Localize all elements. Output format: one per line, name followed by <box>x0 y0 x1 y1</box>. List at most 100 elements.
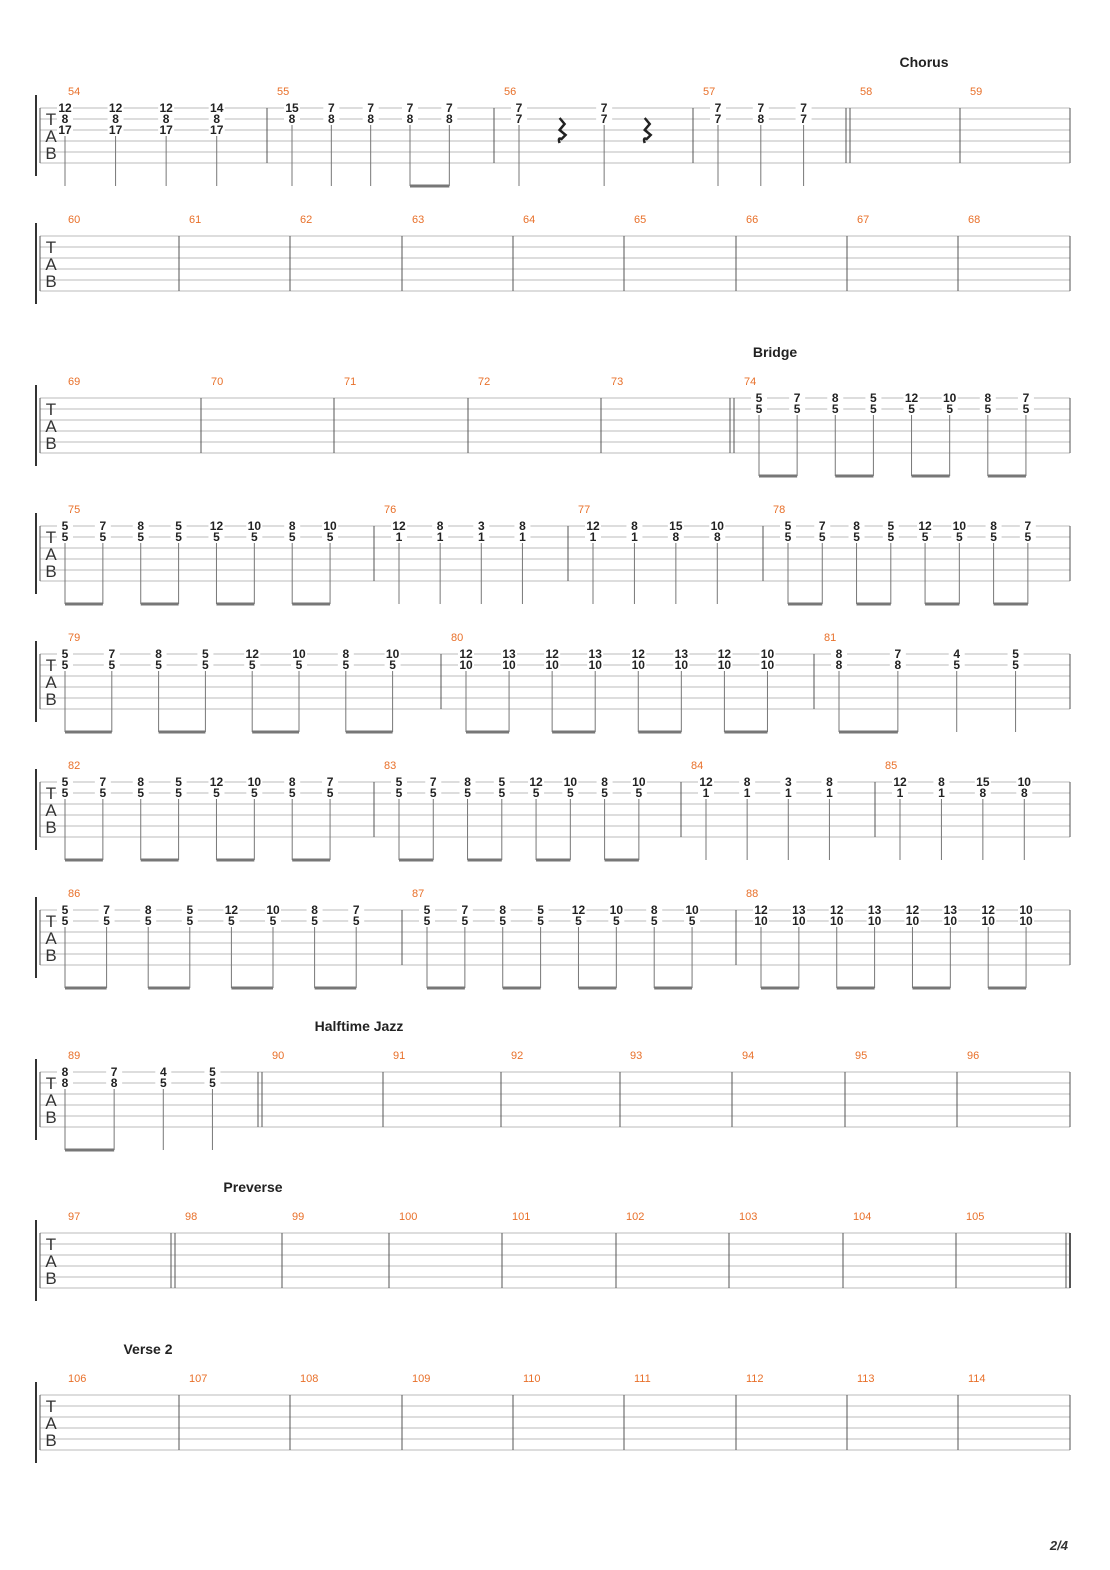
fret-number: 12 <box>529 775 543 789</box>
fret-bg <box>904 916 921 926</box>
fret-bg <box>246 521 263 531</box>
fret-number: 7 <box>327 775 334 789</box>
fret-number: 10 <box>718 658 732 672</box>
fret-number: 5 <box>1012 658 1019 672</box>
fret-bg <box>284 788 301 798</box>
fret-bg <box>459 788 476 798</box>
fret-bg <box>974 777 991 787</box>
fret-number: 8 <box>289 775 296 789</box>
measure-number: 108 <box>300 1373 318 1385</box>
fret-bg <box>284 114 300 124</box>
tab-clef-letter: A <box>45 1414 57 1433</box>
fret-bg <box>432 532 449 542</box>
fret-bg <box>814 521 831 531</box>
fret-bg <box>790 905 807 915</box>
fret-bg <box>828 905 845 915</box>
fret-number: 12 <box>893 775 907 789</box>
fret-bg <box>362 103 379 113</box>
fret-number: 10 <box>982 914 996 928</box>
fret-bg <box>98 905 115 915</box>
fret-bg <box>709 532 726 542</box>
measure-number: 55 <box>277 86 289 98</box>
fret-bg <box>208 777 225 787</box>
measure-number: 83 <box>384 760 396 772</box>
fret-number: 12 <box>718 647 732 661</box>
fret-number: 5 <box>296 658 303 672</box>
fret-bg <box>710 114 726 124</box>
fret-number: 5 <box>567 786 574 800</box>
fret-number: 5 <box>756 391 763 405</box>
fret-number: 5 <box>389 658 396 672</box>
fret-bg <box>684 916 701 926</box>
fret-number: 10 <box>632 658 646 672</box>
fret-bg <box>265 916 281 926</box>
measure-number: 80 <box>451 632 463 644</box>
tab-clef-letter: B <box>45 1108 56 1127</box>
tab-clef-letter: T <box>46 528 56 547</box>
fret-bg <box>903 393 920 403</box>
fret-bg <box>197 649 214 659</box>
fret-bg <box>94 532 111 542</box>
system-bracket <box>35 641 37 722</box>
fret-bg <box>384 660 401 670</box>
fret-bg <box>865 404 882 414</box>
fret-number: 13 <box>944 903 958 917</box>
fret-number: 5 <box>651 914 658 928</box>
fret-number: 8 <box>289 519 296 533</box>
fret-bg <box>739 777 756 787</box>
measure-number: 68 <box>968 214 980 226</box>
fret-bg <box>425 788 442 798</box>
fret-bg <box>494 905 511 915</box>
fret-bg <box>103 649 120 659</box>
fret-number: 10 <box>610 903 624 917</box>
fret-number: 8 <box>673 530 680 544</box>
fret-bg <box>562 788 579 798</box>
measure-number: 81 <box>824 632 836 644</box>
fret-number: 5 <box>270 914 277 928</box>
measure-number: 100 <box>399 1211 417 1223</box>
fret-number: 8 <box>62 112 69 126</box>
fret-bg <box>284 103 300 113</box>
measure-number: 69 <box>68 376 80 388</box>
fret-bg <box>866 905 883 915</box>
fret-bg <box>384 649 401 659</box>
fret-number: 8 <box>836 647 843 661</box>
fret-number: 12 <box>572 903 586 917</box>
fret-number: 13 <box>868 903 882 917</box>
fret-number: 12 <box>392 519 406 533</box>
fret-number: 5 <box>62 786 69 800</box>
fret-bg <box>57 916 73 926</box>
fret-bg <box>585 521 601 531</box>
fret-number: 7 <box>328 101 335 115</box>
fret-number: 5 <box>499 914 506 928</box>
measure-number: 54 <box>68 86 80 98</box>
measure-number: 63 <box>412 214 424 226</box>
fret-number: 8 <box>938 775 945 789</box>
fret-bg <box>751 404 767 414</box>
fret-bg <box>630 777 647 787</box>
fret-number: 8 <box>163 112 170 126</box>
fret-number: 5 <box>209 1065 216 1079</box>
fret-number: 7 <box>715 112 722 126</box>
fret-number: 5 <box>311 914 318 928</box>
fret-bg <box>752 103 769 113</box>
fret-number: 5 <box>887 519 894 533</box>
fret-bg <box>646 916 663 926</box>
fret-bg <box>204 1067 221 1077</box>
tab-system: TAB7555758555125105851057612181318177121… <box>35 504 1071 606</box>
fret-number: 12 <box>982 903 996 917</box>
fret-bg <box>208 125 225 135</box>
fret-bg <box>514 532 531 542</box>
fret-number: 5 <box>887 530 894 544</box>
measure-number: 88 <box>746 888 758 900</box>
fret-bg <box>284 521 301 531</box>
fret-number: 5 <box>62 775 69 789</box>
fret-number: 8 <box>826 775 833 789</box>
fret-number: 12 <box>918 519 932 533</box>
measure-number: 104 <box>853 1211 871 1223</box>
tab-clef-letter: B <box>45 272 56 291</box>
fret-bg <box>979 404 996 414</box>
fret-number: 17 <box>159 123 173 137</box>
fret-number: 5 <box>908 402 915 416</box>
measure-number: 111 <box>634 1373 651 1385</box>
